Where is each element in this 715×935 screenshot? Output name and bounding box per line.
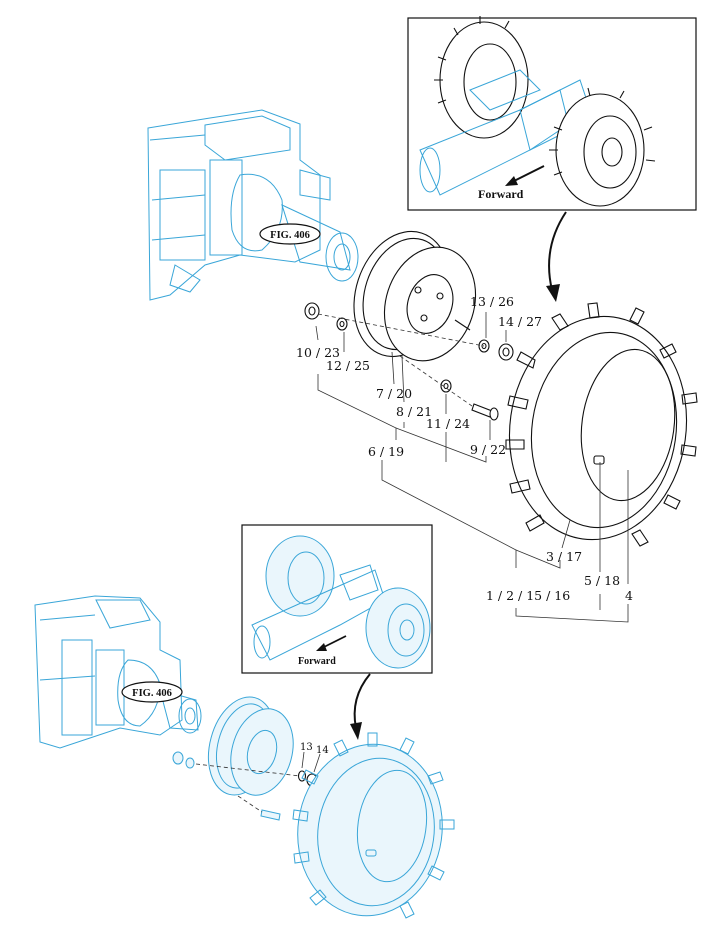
top-hardware <box>304 302 514 421</box>
top-axle-housing <box>147 109 359 301</box>
top-leader-lines <box>315 312 629 623</box>
top-fig-tag[interactable]: FIG. 406 <box>259 223 321 245</box>
bottom-inset: Forward <box>241 524 433 674</box>
bottom-fig-tag[interactable]: FIG. 406 <box>121 681 183 703</box>
top-callouts: 10 / 23 12 / 25 13 / 26 14 / 27 7 / 20 8… <box>296 294 633 603</box>
bottom-fig-ref-text: FIG. 406 <box>132 688 172 699</box>
callout-7-20[interactable]: 7 / 20 <box>376 386 412 401</box>
callout-3-17[interactable]: 3 / 17 <box>546 549 582 564</box>
valve-stem <box>593 455 605 465</box>
callout-5-18[interactable]: 5 / 18 <box>584 573 620 588</box>
bolt-9-22 <box>471 403 499 421</box>
callout-6-19[interactable]: 6 / 19 <box>368 444 404 459</box>
bottom-inset-tyre-right <box>365 587 431 669</box>
nut-14-27 <box>498 343 514 361</box>
callout-12-25[interactable]: 12 / 25 <box>326 358 370 373</box>
callout-14-27[interactable]: 14 / 27 <box>498 314 542 329</box>
washer-12-25 <box>336 317 348 331</box>
washer-11-24 <box>440 379 452 393</box>
callout-14[interactable]: 14 <box>316 745 329 756</box>
callout-8-21[interactable]: 8 / 21 <box>396 404 432 419</box>
bottom-assembly: FIG. 406 13 14 <box>34 524 455 919</box>
bottom-inset-arrow-icon <box>316 635 347 651</box>
callout-4[interactable]: 4 <box>625 588 633 603</box>
bottom-axle-housing <box>34 595 202 749</box>
callout-13[interactable]: 13 <box>300 742 313 753</box>
top-wheel-rim <box>353 230 477 362</box>
nut-10-23 <box>304 302 320 320</box>
top-inset-forward-label: Forward <box>478 187 524 201</box>
top-tyre <box>505 302 698 547</box>
callout-11-24[interactable]: 11 / 24 <box>426 416 470 431</box>
top-inset-arrow-icon <box>505 165 545 186</box>
top-curved-arrow-icon <box>546 211 567 302</box>
bottom-inset-forward-label: Forward <box>298 656 336 667</box>
top-inset-tyre-left <box>434 16 529 139</box>
callout-13-26[interactable]: 13 / 26 <box>470 294 514 309</box>
callout-1-2-15-16[interactable]: 1 / 2 / 15 / 16 <box>486 588 570 603</box>
callout-9-22[interactable]: 9 / 22 <box>470 442 506 457</box>
bottom-wheel-rim <box>207 696 294 796</box>
callout-10-23[interactable]: 10 / 23 <box>296 345 340 360</box>
bottom-tyre <box>292 732 455 919</box>
top-inset: Forward <box>407 16 697 211</box>
top-assembly: FIG. 406 <box>147 16 698 623</box>
top-inset-tyre-right <box>549 87 656 207</box>
top-fig-ref-text: FIG. 406 <box>270 230 310 241</box>
bottom-curved-arrow-icon <box>350 673 371 740</box>
